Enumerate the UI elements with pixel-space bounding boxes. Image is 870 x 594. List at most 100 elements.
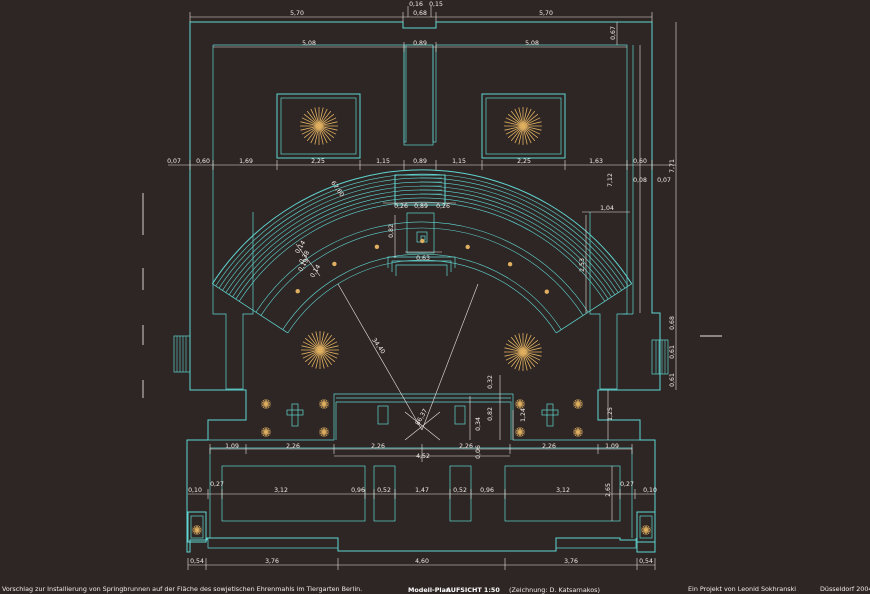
jet-dot: [544, 289, 549, 294]
dim-r2-right: 5,08: [525, 40, 539, 47]
dim-right-h: 7,12: [607, 173, 614, 187]
dim-r4-d: 2,26: [459, 443, 473, 450]
dim-r5-c: 3,12: [274, 487, 288, 494]
lower-basins: [207, 465, 637, 549]
dim-mid-b: 1,24: [520, 408, 527, 422]
dim-r3-j: 0,60: [633, 158, 647, 165]
arc-step: [255, 221, 589, 313]
dim-b-b: 3,76: [265, 558, 279, 565]
dim-b-d: 3,76: [564, 558, 578, 565]
dim-r3-c: 1,69: [239, 158, 253, 165]
jet-dot: [507, 262, 513, 267]
dim-arc-in1: 0,26: [394, 203, 408, 210]
footer: Vorschlag zur Installierung von Springbr…: [2, 585, 870, 594]
small-fountain: [515, 399, 525, 409]
dim-r4-e: 2,26: [542, 443, 556, 450]
dim-r4-g: 0,06: [475, 445, 482, 459]
small-fountain: [573, 427, 583, 437]
dim-r3-k: 0,08: [633, 177, 647, 184]
dim-r3-b: 0,60: [196, 158, 210, 165]
arc-stairs: [211, 169, 633, 334]
small-fountain: [261, 427, 271, 437]
dim-r5-d: 0,96: [351, 487, 365, 494]
dim-r5-i: 3,12: [556, 487, 570, 494]
arc-step: [211, 169, 633, 285]
jet-dot: [332, 261, 337, 267]
dim-r4-f: 1,09: [605, 443, 619, 450]
dim-r2-left: 5,08: [302, 40, 316, 47]
dim-r5-a: 0,10: [188, 487, 202, 494]
dim-b-e: 0,54: [639, 558, 653, 565]
dim-r5-b: 0,27: [210, 481, 224, 488]
dim-r3-f: 0,89: [413, 158, 427, 165]
arc-step: [260, 227, 584, 316]
dim-r3-a: 0,07: [167, 158, 181, 165]
fountain-upper-left: [300, 107, 338, 145]
dim-r5-e: 0,52: [377, 487, 391, 494]
lower-terrace: [286, 403, 559, 427]
dim-top-c3: 0,15: [429, 1, 443, 8]
dim-r4-b: 2,26: [286, 443, 300, 450]
dim-r4-c: 2,26: [371, 443, 385, 450]
fountain-upper-right: [504, 107, 542, 145]
fountain-lower-right: [504, 333, 542, 371]
footer-place-date: Düsseldorf 2004: [820, 585, 870, 593]
dim-mid-d: 0,34: [475, 417, 482, 431]
dim-right-v: 2,53: [579, 258, 586, 272]
dimension-labels: 5,70 0,16 0,68 0,15 5,70 5,08 0,89 5,08 …: [167, 1, 676, 565]
small-fountain: [641, 525, 651, 535]
dim-top-right: 5,70: [539, 10, 553, 17]
upper-right-basin: [481, 93, 566, 159]
small-fountain: [261, 399, 271, 409]
dim-r3-g: 1,15: [452, 158, 466, 165]
footer-drawing: (Zeichnung: D. Katsarnakos): [509, 586, 600, 594]
dim-top-c2: 0,68: [413, 10, 427, 17]
arc-step: [232, 193, 612, 298]
dim-right-w: 1,04: [600, 205, 614, 212]
dim-r2-mid: 0,89: [413, 40, 427, 47]
arc-step: [287, 259, 557, 334]
dim-r2-side: 0,67: [610, 26, 617, 40]
right-stair: [651, 339, 669, 375]
dim-r3-total: 7,71: [669, 159, 676, 173]
dim-r3-h: 2,25: [517, 158, 531, 165]
arc-step: [225, 185, 619, 293]
dim-r3-i: 1,63: [589, 158, 603, 165]
left-stair: [173, 335, 191, 373]
footer-project: Ein Projekt von Leonid Sokhranski: [688, 585, 796, 593]
corner-pedestal-left: [187, 511, 207, 543]
dim-r4-mid: 4,52: [416, 453, 430, 460]
arc-step: [222, 181, 622, 291]
arc-step: [235, 197, 609, 300]
arc-step: [215, 173, 629, 287]
dim-arc-in3: 0,26: [436, 203, 450, 210]
dim-r5-g: 0,52: [453, 487, 467, 494]
dim-top-left: 5,70: [290, 10, 304, 17]
jet-dot: [465, 244, 470, 250]
dim-r5-j: 0,27: [620, 481, 634, 488]
corner-pedestal-right: [636, 511, 656, 543]
dimension-lines: [168, 6, 677, 570]
dim-r5-k: 0,10: [643, 487, 657, 494]
small-fountain: [319, 399, 329, 409]
arc-step: [238, 201, 606, 302]
dim-arc-depth: 0,82: [388, 224, 395, 238]
dim-arc-in2: 0,89: [414, 203, 428, 210]
footer-plan-label: Modell-Plan: [408, 586, 451, 594]
arc-stair-end: [212, 283, 289, 334]
dim-mid-c: 0,82: [487, 407, 494, 421]
upper-left-basin: [276, 93, 361, 159]
dim-b-a: 0,54: [190, 558, 204, 565]
dim-r5-v: 2,65: [605, 483, 612, 497]
outer-outline: [186, 21, 661, 553]
dim-r3-l: 0,07: [657, 177, 671, 184]
small-fountain: [319, 427, 329, 437]
dim-mid-a: 0,32: [487, 375, 494, 389]
dim-top-c1: 0,16: [409, 1, 423, 8]
jet-dot: [374, 244, 380, 249]
jet-dot: [295, 289, 300, 294]
arc-stair-end: [555, 283, 632, 334]
footer-description: Vorschlag zur Installierung von Springbr…: [2, 585, 362, 593]
small-fountain: [515, 427, 525, 437]
